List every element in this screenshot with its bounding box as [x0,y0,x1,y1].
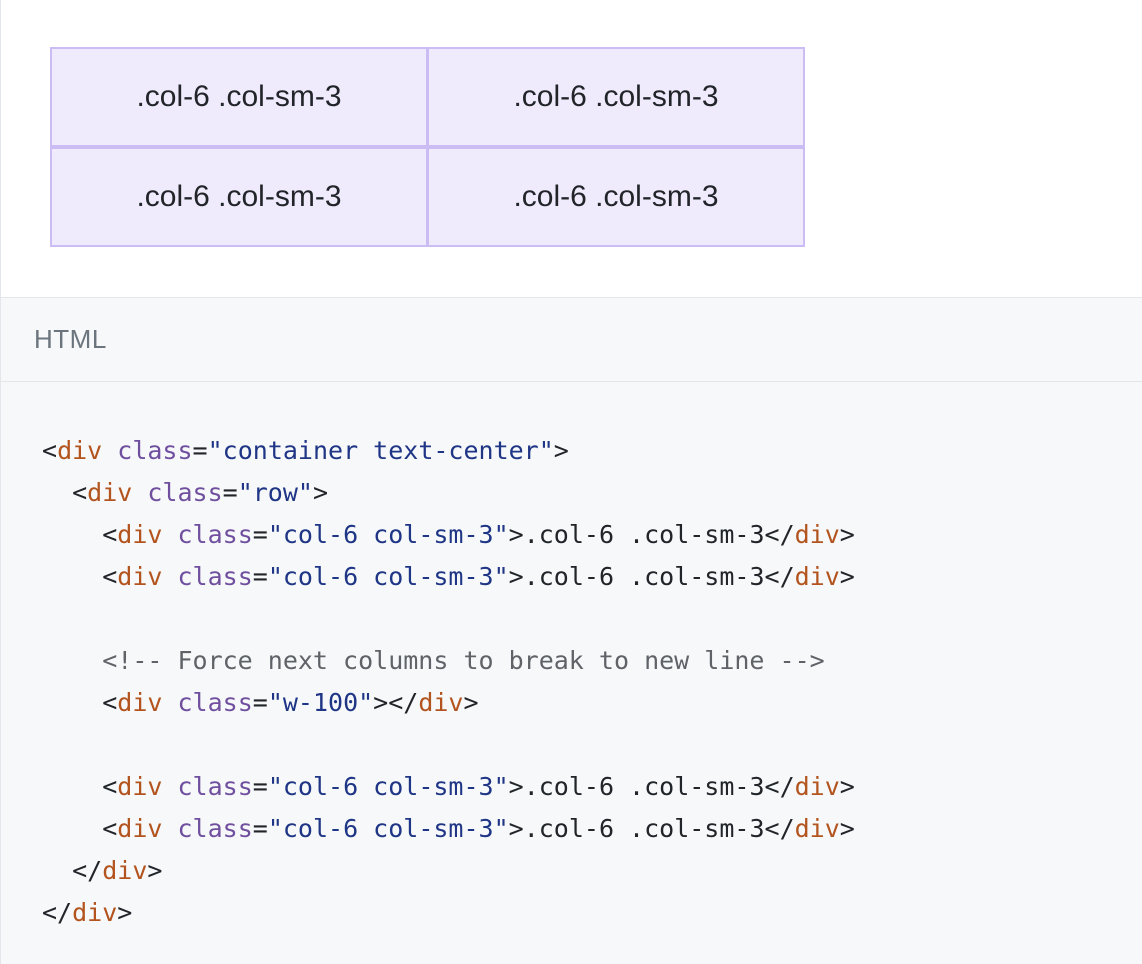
code-punct [162,520,177,549]
code-string: "col-6 col-sm-3" [267,814,509,843]
demo-column: .col-6 .col-sm-3 [427,147,805,247]
code-punct: </ [42,856,103,885]
code-punct [132,478,147,507]
code-tag: div [117,520,163,549]
code-punct: > [117,898,133,927]
code-punct: = [192,436,208,465]
code-punct: = [252,814,268,843]
code-attr: class [177,562,253,591]
code-block[interactable]: <div class="container text-center"> <div… [0,382,1142,964]
code-punct [162,562,177,591]
code-punct: = [252,688,268,717]
code-punct: > [839,562,855,591]
code-punct: ></ [373,688,419,717]
code-punct: < [42,436,58,465]
code-tag: div [57,436,103,465]
code-tag: div [794,772,840,801]
code-punct: < [42,814,118,843]
demo-column: .col-6 .col-sm-3 [50,47,428,147]
code-comment: <!-- Force next columns to break to new … [102,646,825,675]
code-line: <div class="col-6 col-sm-3">.col-6 .col-… [42,514,855,556]
code-punct: = [252,520,268,549]
code-punct: = [252,562,268,591]
code-punct: < [42,772,118,801]
code-punct: >.col-6 .col-sm-3</ [508,520,795,549]
example-preview: .col-6 .col-sm-3 .col-6 .col-sm-3 .col-6… [0,0,1142,297]
code-punct [42,646,102,675]
code-line: </div> [42,892,855,934]
code-line: <div class="row"> [42,472,855,514]
code-string: "container text-center" [207,436,554,465]
code-string: "col-6 col-sm-3" [267,772,509,801]
code-tag: div [102,856,148,885]
code-attr: class [147,478,223,507]
code-line: <div class="col-6 col-sm-3">.col-6 .col-… [42,808,855,850]
code-tag: div [794,520,840,549]
code-tag: div [117,562,163,591]
code-punct [162,688,177,717]
code-line: <div class="container text-center"> [42,430,855,472]
code-string: "col-6 col-sm-3" [267,520,509,549]
code-punct: > [839,814,855,843]
code-language-label: HTML [34,324,107,354]
code-line [42,724,855,766]
demo-grid: .col-6 .col-sm-3 .col-6 .col-sm-3 .col-6… [50,47,807,247]
code-line: <!-- Force next columns to break to new … [42,640,855,682]
code-listing[interactable]: <div class="container text-center"> <div… [42,430,855,934]
code-punct: < [42,520,118,549]
demo-column: .col-6 .col-sm-3 [50,147,428,247]
code-string: "col-6 col-sm-3" [267,562,509,591]
code-punct [162,772,177,801]
code-string: "row" [237,478,313,507]
code-attr: class [117,436,193,465]
code-punct [102,436,117,465]
code-tag: div [72,898,118,927]
code-punct [162,814,177,843]
code-punct: = [222,478,238,507]
code-punct: > [147,856,163,885]
code-punct: > [839,520,855,549]
code-tag: div [418,688,464,717]
code-punct: > [312,478,329,507]
code-punct: = [252,772,268,801]
code-attr: class [177,688,253,717]
code-tag: div [117,814,163,843]
code-punct: < [42,478,88,507]
code-punct: < [42,688,118,717]
code-punct: </ [42,898,73,927]
code-attr: class [177,520,253,549]
code-line: </div> [42,850,855,892]
code-line [42,598,855,640]
code-line: <div class="col-6 col-sm-3">.col-6 .col-… [42,556,855,598]
code-header: HTML [0,297,1142,382]
code-tag: div [117,772,163,801]
demo-column: .col-6 .col-sm-3 [427,47,805,147]
code-tag: div [794,562,840,591]
code-string: "w-100" [267,688,374,717]
code-punct: > [553,436,569,465]
code-line: <div class="col-6 col-sm-3">.col-6 .col-… [42,766,855,808]
code-punct: >.col-6 .col-sm-3</ [508,562,795,591]
code-tag: div [87,478,133,507]
code-punct: > [839,772,855,801]
code-punct: < [42,562,118,591]
code-punct: >.col-6 .col-sm-3</ [508,772,795,801]
code-punct: > [463,688,479,717]
code-attr: class [177,772,253,801]
code-attr: class [177,814,253,843]
code-line: <div class="w-100"></div> [42,682,855,724]
code-tag: div [794,814,840,843]
code-punct: >.col-6 .col-sm-3</ [508,814,795,843]
code-tag: div [117,688,163,717]
